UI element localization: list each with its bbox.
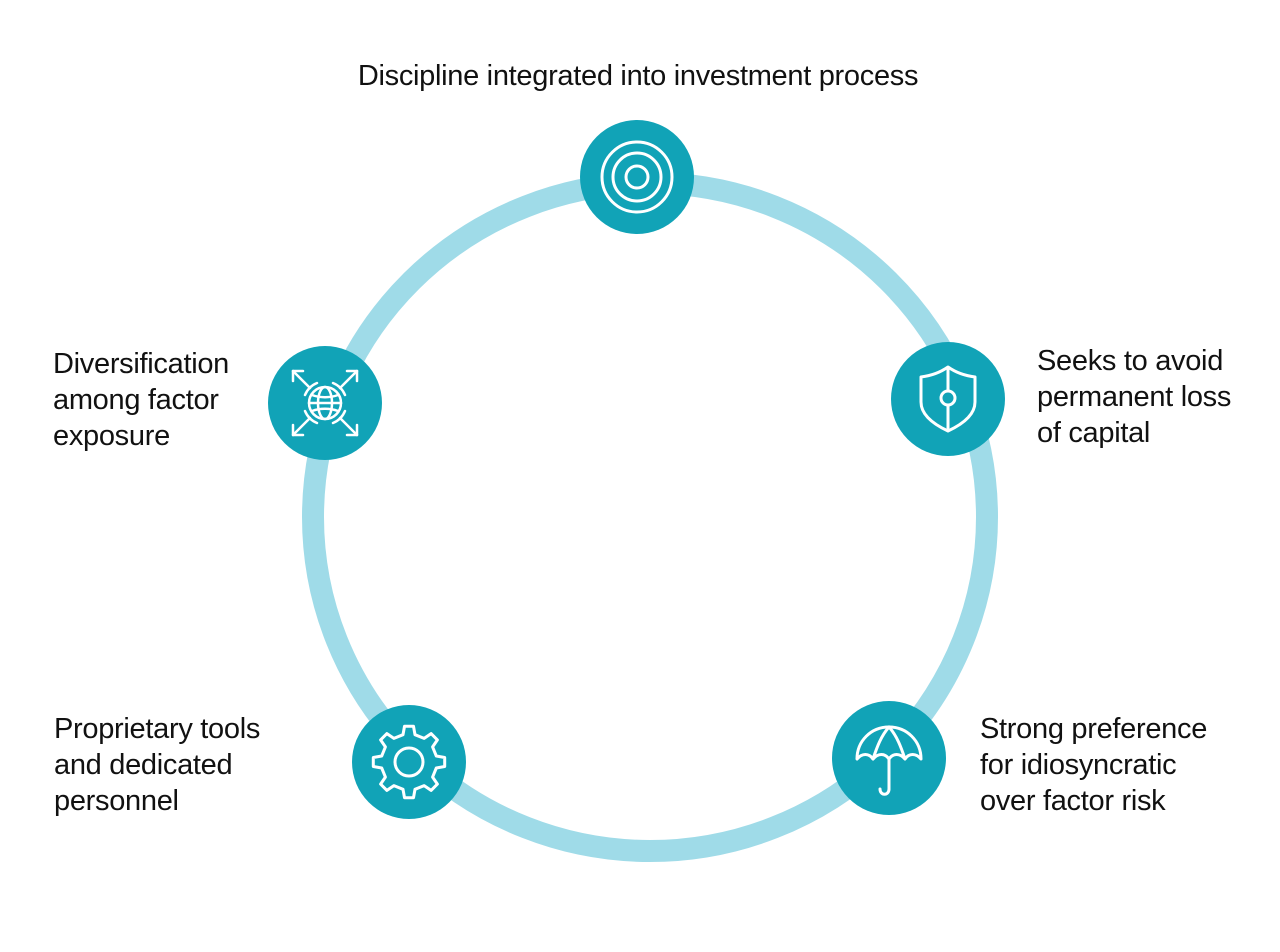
shield-icon bbox=[919, 365, 977, 433]
label-top: Discipline integrated into investment pr… bbox=[0, 58, 1276, 94]
label-line: personnel bbox=[54, 785, 179, 817]
globe-arrows-icon bbox=[291, 369, 359, 437]
node-left bbox=[268, 346, 382, 460]
label-bottom-left: Proprietary tools and dedicated personne… bbox=[54, 711, 260, 819]
node-bottom-right bbox=[832, 701, 946, 815]
label-bottom-right: Strong preference for idiosyncratic over… bbox=[980, 711, 1207, 819]
umbrella-icon bbox=[855, 725, 923, 796]
node-right bbox=[891, 342, 1005, 456]
label-right: Seeks to avoid permanent loss of capital bbox=[1037, 343, 1231, 451]
label-line: Discipline integrated into investment pr… bbox=[357, 60, 919, 92]
label-line: Diversification bbox=[53, 348, 229, 380]
label-line: of capital bbox=[1037, 417, 1151, 449]
label-left: Diversification among factor exposure bbox=[53, 346, 229, 454]
label-line: Strong preference bbox=[980, 713, 1208, 745]
label-line: among factor bbox=[53, 384, 219, 416]
label-line: exposure bbox=[53, 420, 170, 452]
node-bottom-left bbox=[352, 705, 466, 819]
label-line: Seeks to avoid bbox=[1037, 345, 1224, 377]
gear-icon bbox=[371, 724, 447, 800]
label-line: and dedicated bbox=[54, 749, 233, 781]
label-line: permanent loss bbox=[1037, 381, 1232, 413]
label-line: for idiosyncratic bbox=[980, 749, 1177, 781]
node-top bbox=[580, 120, 694, 234]
target-icon bbox=[600, 140, 674, 214]
label-line: over factor risk bbox=[980, 785, 1166, 817]
label-line: Proprietary tools bbox=[54, 713, 261, 745]
